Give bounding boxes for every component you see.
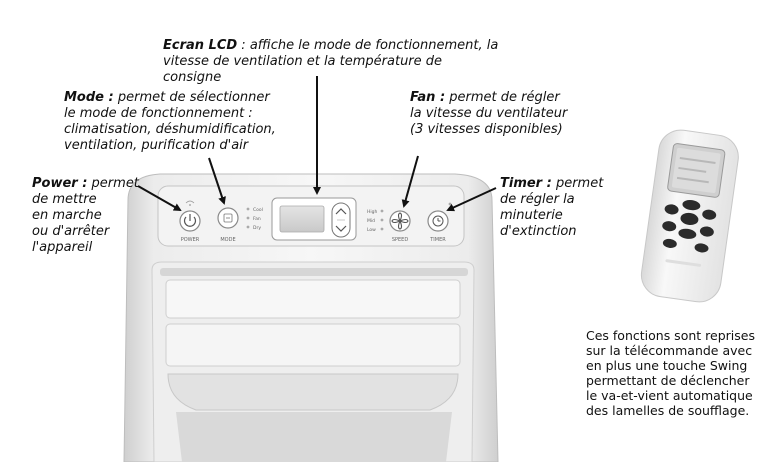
callout-mode-line1: permet de sélectionner (113, 90, 270, 105)
air-conditioner (123, 173, 499, 462)
callout-mode-line4: ventilation, purification d'air (64, 138, 249, 153)
remote-note-line4: permettant de déclencher (586, 373, 750, 388)
clock-icon (432, 215, 444, 227)
arrow-timer (446, 187, 497, 212)
callout-power-line3: en marche (32, 208, 102, 223)
callout-mode-line2: le mode de fonctionnement : (64, 106, 253, 121)
mode-option-cool: Cool (253, 207, 263, 213)
callout-lcd-title: Ecran LCD (163, 38, 238, 53)
speed-option-high: High (367, 209, 377, 215)
louver-middle (165, 323, 461, 367)
remote-control (640, 129, 739, 303)
callout-lcd-sep: : (237, 38, 250, 53)
timer-label: TIMER (429, 237, 446, 243)
callout-lcd: Ecran LCD : affiche le mode de fonctionn… (163, 38, 503, 86)
callout-lcd-line2: vitesse de ventilation et la température… (163, 54, 443, 85)
callout-power-line1: permet (87, 176, 139, 191)
callout-timer: Timer : permet de régler la minuterie d'… (500, 176, 620, 240)
mode-option-dry: Dry (253, 225, 261, 231)
remote-note: Ces fonctions sont reprises sur la téléc… (586, 328, 776, 418)
fan-speed-button[interactable] (389, 210, 411, 232)
power-label: POWER (181, 237, 200, 243)
callout-fan-line2: la vitesse du ventilateur (410, 106, 568, 121)
callout-power: Power : permet de mettre en marche ou d'… (32, 176, 152, 256)
remote-note-line3: en plus une touche Swing (586, 358, 748, 373)
callout-timer-title: Timer : (500, 176, 552, 191)
callout-timer-line2: de régler la (500, 192, 575, 207)
callout-fan-title: Fan : (410, 90, 446, 105)
temperature-buttons[interactable] (331, 202, 351, 238)
timer-button[interactable] (427, 210, 449, 232)
callout-mode-line3: climatisation, déshumidification, (64, 122, 276, 137)
speed-label: SPEED (392, 237, 409, 243)
arrow-mode (208, 157, 226, 205)
speed-option-mid: Mid (367, 218, 375, 224)
wifi-icon (185, 200, 195, 206)
mode-option-fan: Fan (253, 216, 261, 222)
callout-power-line4: ou d'arrêter (32, 224, 110, 239)
remote-note-line5: le va-et-vient automatique (586, 388, 753, 403)
callout-fan-line1: permet de régler (445, 90, 560, 105)
remote-buttons (662, 199, 717, 253)
power-button[interactable] (179, 210, 201, 232)
fan-icon (391, 212, 409, 230)
callout-timer-line3: minuterie (500, 208, 563, 223)
callout-fan: Fan : permet de régler la vitesse du ven… (410, 90, 610, 138)
callout-fan-line3: (3 vitesses disponibles) (410, 122, 563, 137)
speed-indicators: High Mid Low (367, 209, 384, 233)
callout-power-line5: l'appareil (32, 240, 93, 255)
callout-mode: Mode : permet de sélectionner le mode de… (64, 90, 314, 154)
speed-option-low: Low (367, 227, 376, 233)
callout-power-title: Power : (32, 176, 88, 191)
remote-note-line1: Ces fonctions sont reprises (586, 328, 755, 343)
remote-note-line2: sur la télécommande avec (586, 343, 753, 358)
mode-label: MODE (220, 237, 235, 243)
arrow-power (137, 185, 182, 211)
callout-mode-title: Mode : (64, 90, 114, 105)
callout-timer-line4: d'extinction (500, 224, 577, 239)
mode-indicators: Cool Fan Dry (246, 207, 263, 231)
arrow-fan (401, 155, 419, 208)
callout-lcd-line1: affiche le mode de fonctionnement, la (249, 38, 499, 53)
callout-timer-line1: permet (551, 176, 604, 191)
mode-button[interactable] (217, 207, 239, 229)
callout-arrows (137, 76, 497, 212)
louver-top (165, 279, 461, 319)
callout-power-line2: de mettre (32, 192, 97, 207)
remote-note-line6: des lamelles de soufflage. (586, 403, 750, 418)
